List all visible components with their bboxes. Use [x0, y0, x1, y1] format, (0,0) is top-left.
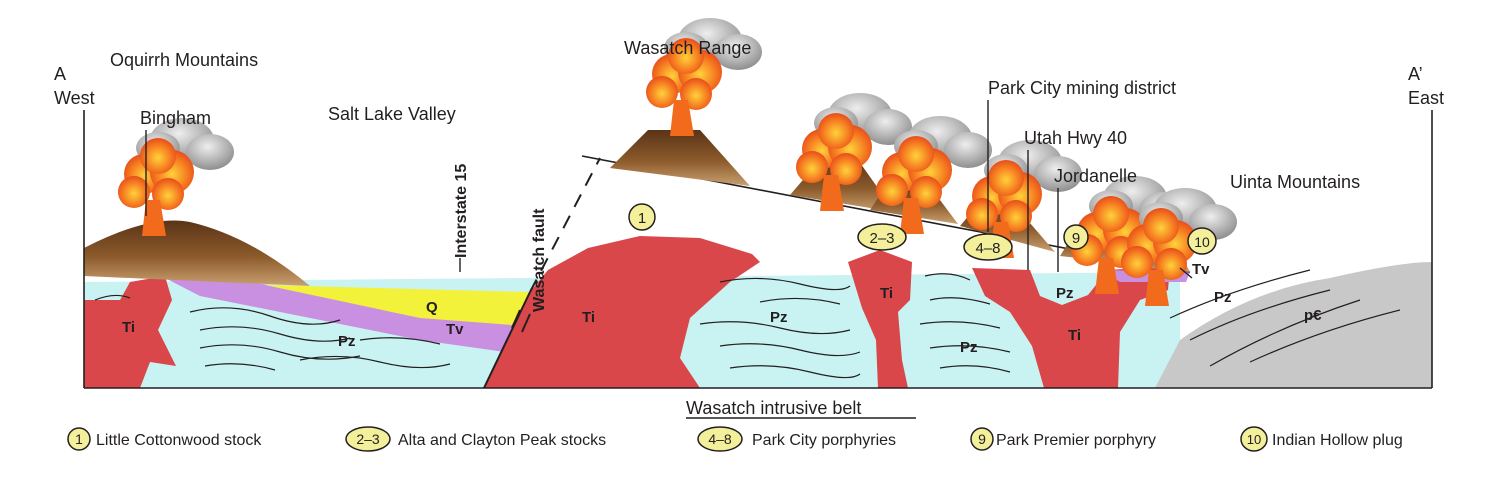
legend-item-2-3: 2–3 Alta and Clayton Peak stocks: [345, 426, 606, 452]
unit-label-ti-east: Ti: [1068, 327, 1081, 344]
intrusive-unit-ti-main: [484, 236, 760, 388]
belt-title: Wasatch intrusive belt: [686, 398, 861, 418]
unit-label-pz-west: Pz: [338, 333, 356, 350]
salt-lake-valley-label: Salt Lake Valley: [328, 104, 456, 124]
svg-text:4–8: 4–8: [708, 431, 732, 447]
section-end-direction: East: [1408, 88, 1444, 108]
svg-text:1: 1: [638, 210, 646, 227]
jordanelle-label: Jordanelle: [1054, 166, 1137, 186]
oquirrh-label: Oquirrh Mountains: [110, 50, 258, 70]
svg-text:10: 10: [1247, 432, 1261, 447]
tv-east-pointer: [1179, 267, 1193, 279]
utah-hwy-label: Utah Hwy 40: [1024, 128, 1127, 148]
legend-label-9: Park Premier porphyry: [996, 432, 1156, 449]
unit-label-ti-west: Ti: [122, 319, 135, 336]
section-end-letter: A’: [1408, 64, 1423, 84]
unit-label-pz-east: Pz: [960, 339, 978, 356]
bingham-volcano: [84, 220, 310, 286]
legend-label-2-3: Alta and Clayton Peak stocks: [398, 432, 606, 449]
wasatch-eruption-1: [646, 18, 762, 136]
unit-label-ti-dike: Ti: [880, 285, 893, 302]
svg-text:10: 10: [1194, 234, 1210, 250]
wasatch-fault-line: [483, 157, 601, 389]
unit-label-pz-jordanelle: Pz: [1056, 285, 1074, 302]
quaternary-unit-q: [265, 285, 530, 325]
wasatch-fault-label: Wasatch fault: [531, 208, 548, 312]
svg-text:1: 1: [75, 431, 83, 447]
unit-label-tv-west: Tv: [446, 321, 464, 338]
wasatch-range-label: Wasatch Range: [624, 38, 751, 58]
svg-text:9: 9: [978, 431, 986, 447]
legend-label-4-8: Park City porphyries: [752, 432, 896, 449]
legend-item-9: 9 Park Premier porphyry: [970, 427, 1156, 451]
marker-10: 10: [1187, 227, 1217, 255]
svg-text:9: 9: [1072, 230, 1080, 247]
svg-text:4–8: 4–8: [975, 240, 1000, 257]
legend-item-10: 10 Indian Hollow plug: [1240, 426, 1403, 452]
volcanic-unit-tv-west: [165, 272, 530, 352]
legend-item-4-8: 4–8 Park City porphyries: [697, 426, 896, 452]
unit-label-q: Q: [426, 299, 438, 316]
marker-2-3: 2–3: [857, 223, 907, 251]
section-start-direction: West: [54, 88, 95, 108]
legend-item-1: 1 Little Cottonwood stock: [67, 427, 262, 451]
bingham-eruption: [118, 118, 234, 236]
section-start-letter: A: [54, 64, 66, 84]
uinta-label: Uinta Mountains: [1230, 172, 1360, 192]
unit-label-ti-main: Ti: [582, 309, 595, 326]
interstate-label: Interstate 15: [453, 164, 470, 258]
svg-text:2–3: 2–3: [869, 230, 894, 247]
unit-label-tv-east: Tv: [1192, 261, 1210, 278]
marker-9: 9: [1063, 224, 1089, 250]
intrusive-unit-ti-west: [84, 276, 176, 388]
legend-label-10: Indian Hollow plug: [1272, 432, 1403, 449]
marker-4-8: 4–8: [963, 233, 1013, 261]
legend-label-1: Little Cottonwood stock: [96, 432, 262, 449]
unit-label-pz-center: Pz: [770, 309, 788, 326]
svg-text:2–3: 2–3: [356, 431, 380, 447]
unit-label-precambrian: p€: [1304, 307, 1322, 324]
marker-1: 1: [628, 203, 656, 231]
section-frame: [83, 110, 1433, 389]
strata-lines: [94, 269, 1401, 379]
bingham-label: Bingham: [140, 108, 211, 128]
intrusive-unit-ti-dike: [848, 250, 912, 388]
intrusive-unit-ti-east: [972, 266, 1170, 388]
park-city-district-label: Park City mining district: [988, 78, 1176, 98]
unit-label-pz-uinta: Pz: [1214, 289, 1232, 306]
